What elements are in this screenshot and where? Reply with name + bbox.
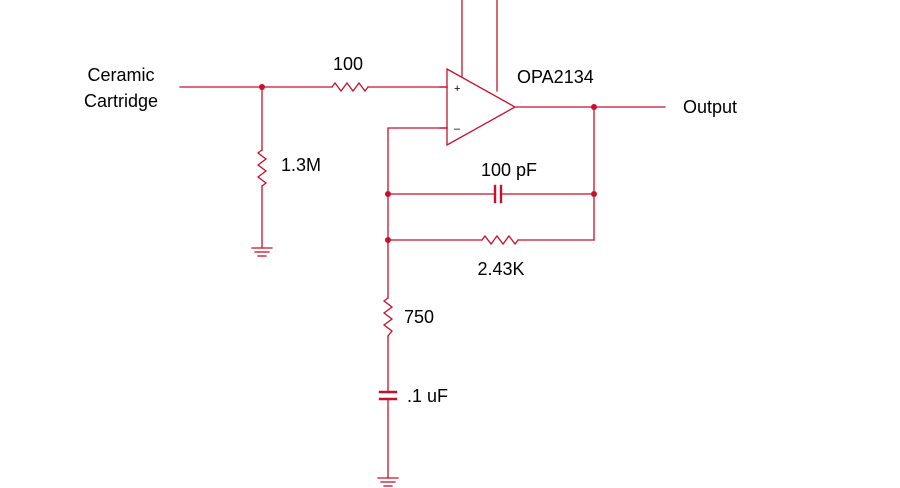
r-ground-label: 750 (404, 307, 434, 327)
junctions (259, 84, 597, 243)
junction-dot-icon (259, 84, 265, 90)
junction-dot-icon (591, 191, 597, 197)
output-label: Output (683, 97, 737, 117)
resistor-750-icon (382, 297, 394, 337)
capacitor-100pf-icon (493, 184, 503, 204)
resistor-1m3-icon (256, 149, 268, 187)
opamp-minus-sign: – (454, 123, 461, 135)
capacitor-0u1-icon (378, 390, 398, 401)
labels: Ceramic Cartridge 100 1.3M OPA2134 + – O… (84, 54, 737, 406)
input-label-line1: Ceramic (87, 65, 154, 85)
r-feedback-label: 2.43K (477, 259, 524, 279)
components (251, 67, 519, 487)
c-ground-label: .1 uF (407, 386, 448, 406)
c-feedback-label: 100 pF (481, 160, 537, 180)
junction-dot-icon (385, 191, 391, 197)
junction-dot-icon (591, 104, 597, 110)
wire-minus-input (387, 127, 448, 299)
opamp-plus-sign: + (454, 83, 460, 95)
opamp-triangle-icon (446, 67, 517, 147)
wires (179, 0, 666, 479)
r-input-label: 100 (333, 54, 363, 74)
resistor-2k43-icon (481, 234, 519, 246)
input-label-line2: Cartridge (84, 91, 158, 111)
junction-dot-icon (385, 237, 391, 243)
ground-icon (377, 477, 399, 487)
opamp-label: OPA2134 (517, 67, 594, 87)
ground-icon (251, 247, 273, 257)
r-load-label: 1.3M (281, 155, 321, 175)
resistor-100-icon (331, 81, 369, 93)
